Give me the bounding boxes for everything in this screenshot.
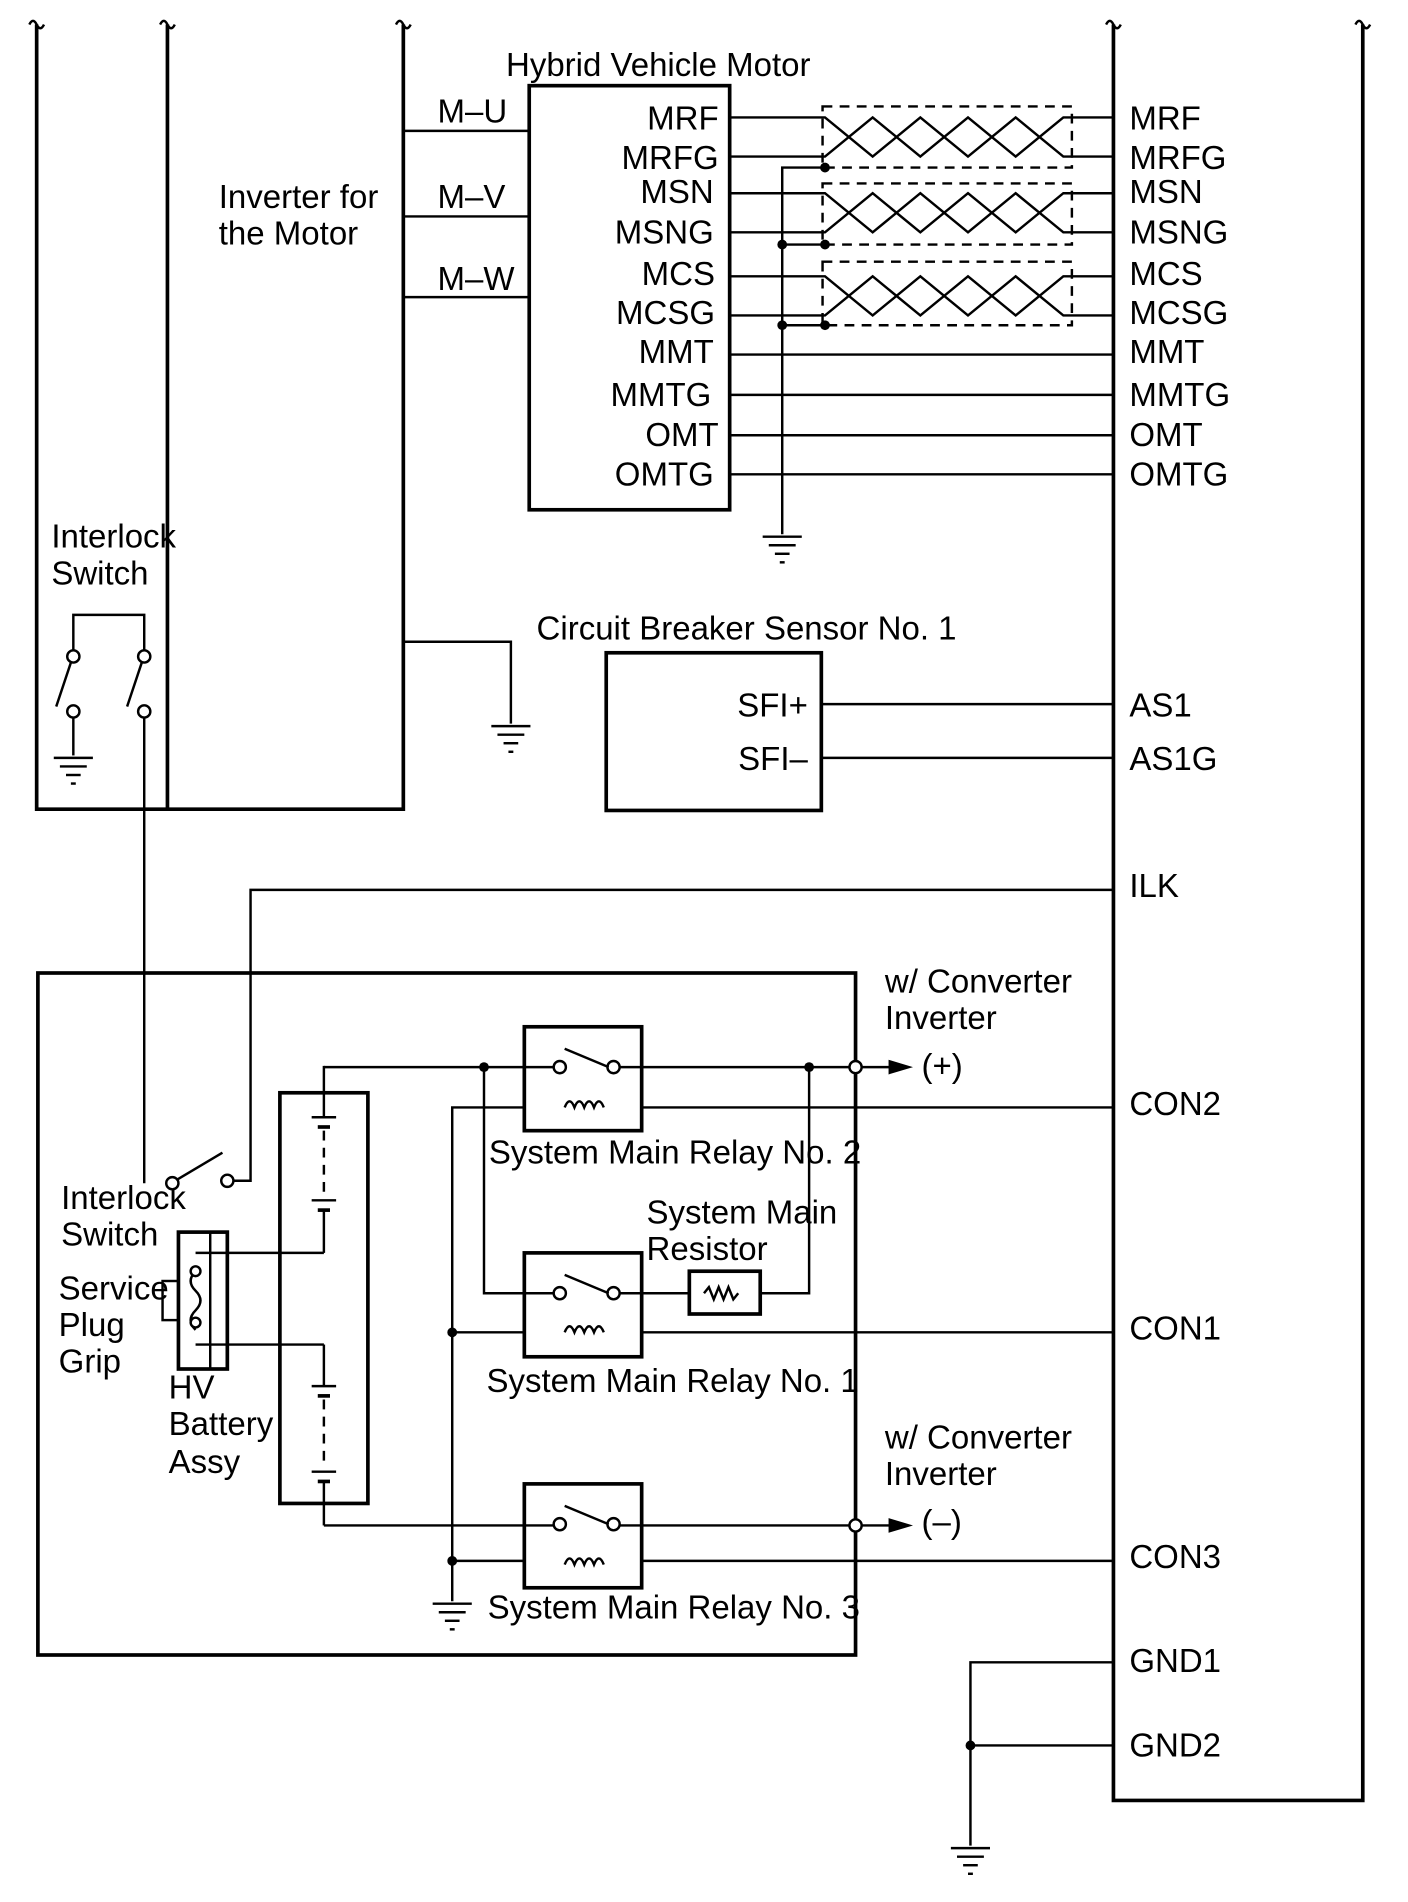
sensor-pin-sfi-minus: SFI– — [738, 740, 808, 777]
phase-label-v: M–V — [438, 178, 506, 215]
resistor-label-line1: System Main — [647, 1194, 838, 1231]
motor-pin-msn: MSN — [640, 173, 713, 210]
motor-pin-mcs: MCS — [642, 255, 715, 292]
interlock-switch-bottom — [165, 1151, 235, 1191]
ecu-pin-msng: MSNG — [1129, 213, 1228, 250]
circuit-breaker-title: Circuit Breaker Sensor No. 1 — [537, 609, 957, 646]
ilk-wire — [233, 888, 1114, 1182]
motor-pin-mrfg: MRFG — [622, 139, 719, 176]
motor-pin-mcsg: MCSG — [616, 294, 715, 331]
battery-label-line3: Assy — [169, 1443, 241, 1480]
system-main-relay-1 — [522, 1251, 644, 1359]
conv-top-label-line2: Inverter — [885, 999, 997, 1036]
interlock-top-label-line1: Interlock — [51, 518, 176, 555]
phase-label-u: M–U — [438, 92, 508, 129]
motor-pin-labels: MRF MRFG MSN MSNG MCS MCSG MMT MMTG OMT … — [611, 100, 719, 493]
conv-top-label-line1: w/ Converter — [884, 963, 1072, 1000]
shield-drain-wires — [777, 162, 830, 535]
ground-icon — [53, 756, 93, 785]
system-main-relay-2 — [522, 1024, 644, 1133]
ecu-pin-omt: OMT — [1129, 416, 1202, 453]
service-plug-label-line1: Service — [59, 1269, 169, 1306]
relay1-label: System Main Relay No. 1 — [486, 1362, 858, 1399]
battery-label-line1: HV — [169, 1368, 215, 1405]
phase-label-w: M–W — [438, 260, 516, 297]
relay2-label: System Main Relay No. 2 — [489, 1134, 861, 1171]
service-plug-label-line3: Grip — [59, 1343, 121, 1380]
ecu-pin-omtg: OMTG — [1129, 455, 1228, 492]
conv-bottom-label-line1: w/ Converter — [884, 1418, 1072, 1455]
ecu-pin-mcs: MCS — [1129, 255, 1202, 292]
battery-label-line2: Battery — [169, 1405, 274, 1442]
phase-wires — [403, 129, 530, 299]
inverter-ground-wire — [403, 640, 513, 724]
system-main-resistor — [687, 1269, 763, 1316]
interlock-top-label-line2: Switch — [51, 554, 148, 591]
ecu-pin-as1: AS1 — [1129, 686, 1191, 723]
ecu-ground-wires — [965, 1661, 1114, 1846]
circuit-breaker-box — [604, 650, 824, 813]
ecu-pin-labels: MRF MRFG MSN MSNG MCS MCSG MMT MMTG OMT … — [1129, 100, 1230, 1764]
relay3-label: System Main Relay No. 3 — [488, 1588, 860, 1625]
ecu-pin-mrfg: MRFG — [1129, 139, 1226, 176]
motor-pin-mmtg: MMTG — [611, 376, 712, 413]
ecu-pin-gnd1: GND1 — [1129, 1642, 1221, 1679]
conv-top-terminal: (+) — [922, 1047, 963, 1084]
motor-pin-mmt: MMT — [639, 333, 714, 370]
service-plug-label-line2: Plug — [59, 1306, 125, 1343]
ecu-pin-gnd2: GND2 — [1129, 1726, 1221, 1763]
ground-icon — [950, 1846, 991, 1876]
interlock-bottom-label-line2: Switch — [61, 1216, 158, 1253]
ecu-pin-mmtg: MMTG — [1129, 376, 1230, 413]
motor-pin-mrf: MRF — [647, 100, 718, 137]
ground-icon — [762, 535, 802, 564]
hv-battery-box — [36, 971, 858, 1657]
battery-cells — [311, 1065, 337, 1526]
motor-title: Hybrid Vehicle Motor — [506, 46, 810, 83]
conv-bottom-terminal: (–) — [922, 1503, 962, 1540]
shield-boxes — [821, 105, 1074, 327]
ecu-pin-con1: CON1 — [1129, 1310, 1221, 1347]
ecu-pin-mmt: MMT — [1129, 333, 1204, 370]
system-main-relay-3 — [522, 1482, 644, 1590]
conv-bottom-label-line2: Inverter — [885, 1455, 997, 1492]
sensor-pin-sfi-plus: SFI+ — [737, 686, 808, 723]
resistor-label-line2: Resistor — [647, 1230, 768, 1267]
ecu-pin-mcsg: MCSG — [1129, 294, 1228, 331]
motor-signal-wires — [729, 115, 1114, 476]
ecu-box — [1111, 24, 1365, 1803]
inverter-label-line1: Inverter for — [219, 178, 379, 215]
motor-pin-msng: MSNG — [615, 213, 714, 250]
power-wires — [323, 1059, 913, 1533]
motor-pin-omtg: OMTG — [615, 455, 714, 492]
service-plug-grip — [161, 1230, 324, 1371]
relay-coil-wires — [447, 1106, 1114, 1602]
ecu-pin-con3: CON3 — [1129, 1538, 1221, 1575]
ecu-pin-as1g: AS1G — [1129, 740, 1217, 777]
interlock-switch-top — [55, 613, 152, 1184]
ecu-pin-msn: MSN — [1129, 173, 1202, 210]
inverter-label-line2: the Motor — [219, 215, 358, 252]
ground-icon — [491, 724, 531, 754]
motor-pin-omt: OMT — [645, 416, 718, 453]
ecu-pin-mrf: MRF — [1129, 100, 1200, 137]
ecu-pin-ilk: ILK — [1129, 867, 1179, 904]
ecu-pin-con2: CON2 — [1129, 1085, 1221, 1122]
ground-icon — [432, 1602, 472, 1631]
